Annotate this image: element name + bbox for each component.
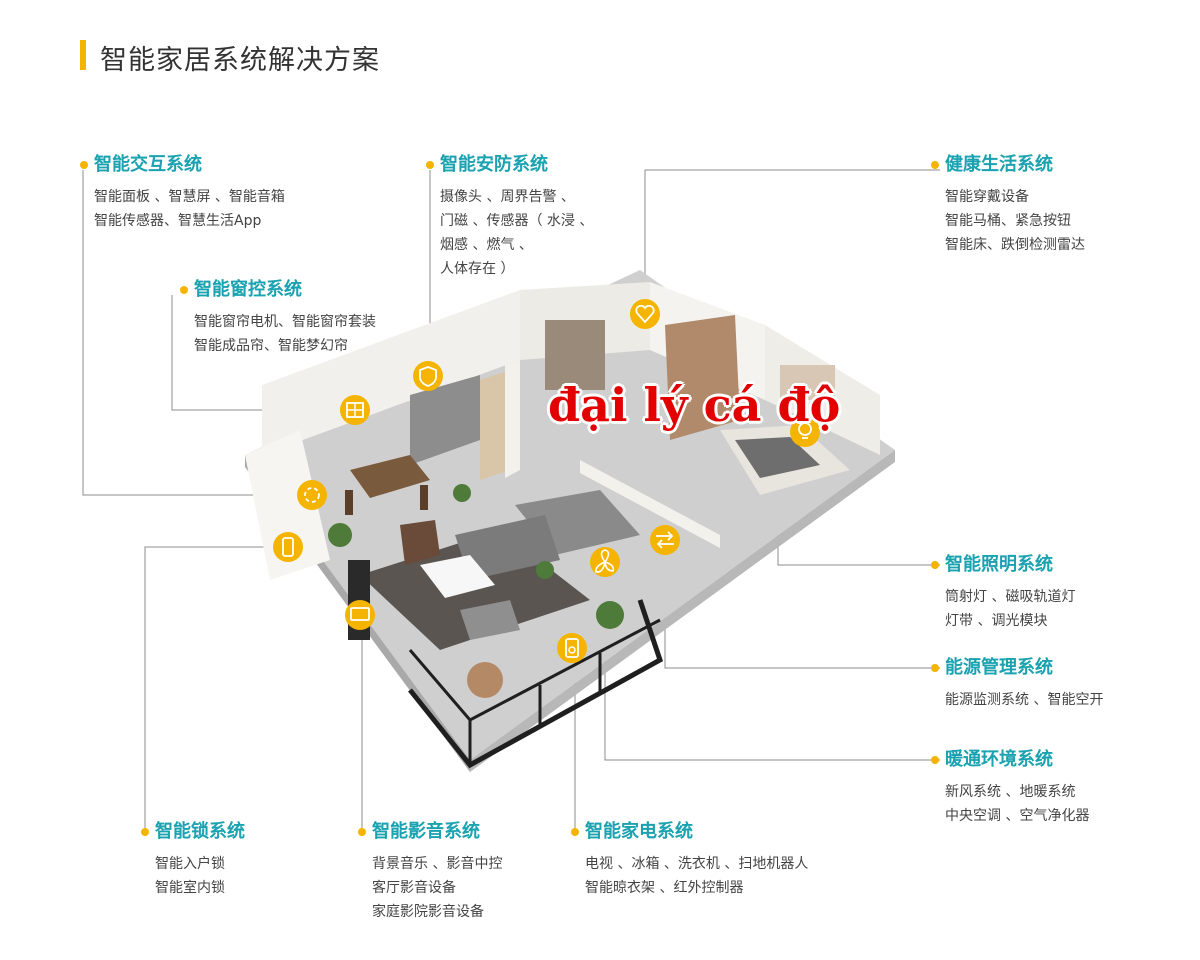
armchair xyxy=(400,520,440,565)
callout-line: 智能床、跌倒检测雷达 xyxy=(945,237,1085,253)
connector-health xyxy=(644,169,940,300)
shield-icon xyxy=(413,361,443,391)
callout-line: 智能传感器、智慧生活App xyxy=(94,213,262,229)
plant xyxy=(536,561,554,579)
bullet-dot xyxy=(571,828,579,836)
page-title: 智能家居系统解决方案 xyxy=(100,45,380,76)
callout-line: 智能室内锁 xyxy=(155,880,225,896)
balcony-rail xyxy=(408,599,664,769)
callout-security: 智能安防系统 摄像头 、周界告警 、 门磁 、传感器（ 水浸 、 烟感 、燃气 … xyxy=(426,153,593,281)
callout-line: 能源监测系统 、智能空开 xyxy=(945,692,1104,708)
sofa xyxy=(455,515,560,580)
callout-interaction: 智能交互系统 智能面板 、智慧屏 、智能音箱 智能传感器、智慧生活App xyxy=(80,153,285,233)
callout-line: 门磁 、传感器（ 水浸 、 xyxy=(440,213,594,229)
callout-appliance: 智能家电系统 电视 、冰箱 、洗衣机 、扫地机器人 智能晾衣架 、红外控制器 xyxy=(571,820,808,900)
floor-edge-right xyxy=(470,450,895,772)
callout-lighting: 智能照明系统 筒射灯 、磁吸轨道灯 灯带 、调光模块 xyxy=(931,553,1075,633)
callout-title: 智能影音系统 xyxy=(372,821,480,842)
system-icon-badges xyxy=(273,299,820,663)
balcony-chair xyxy=(467,662,503,698)
callout-line: 家庭影院影音设备 xyxy=(372,904,484,920)
dining-table xyxy=(350,455,430,498)
connector-lock xyxy=(144,546,282,835)
fridge xyxy=(480,370,510,480)
window-icon xyxy=(340,395,370,425)
speaker-icon xyxy=(557,633,587,663)
ottoman xyxy=(460,600,520,640)
callout-line: 智能面板 、智慧屏 、智能音箱 xyxy=(94,189,285,205)
bullet-dot xyxy=(931,161,939,169)
callout-lock: 智能锁系统 智能入户锁 智能室内锁 xyxy=(141,820,245,900)
callout-line: 背景音乐 、影音中控 xyxy=(372,856,503,872)
callout-line: 智能窗帘电机、智能窗帘套装 xyxy=(194,314,376,330)
wall-entry xyxy=(245,430,330,580)
title-accent-bar xyxy=(80,40,86,70)
bookshelf xyxy=(545,320,605,390)
callout-av: 智能影音系统 背景音乐 、影音中控 客厅影音设备 家庭影院影音设备 xyxy=(358,820,502,924)
energy-icon xyxy=(650,525,680,555)
callout-line: 智能入户锁 xyxy=(155,856,225,872)
callout-line: 人体存在 ） xyxy=(440,261,515,277)
lock-icon xyxy=(273,532,303,562)
heart-icon xyxy=(630,299,660,329)
callout-line: 摄像头 、周界告警 、 xyxy=(440,189,575,205)
callout-line: 筒射灯 、磁吸轨道灯 xyxy=(945,589,1076,605)
callout-window: 智能窗控系统 智能窗帘电机、智能窗帘套装 智能成品帘、智能梦幻帘 xyxy=(180,278,376,358)
watermark-text: đại lý cá độ xyxy=(548,378,841,432)
bullet-dot xyxy=(80,161,88,169)
lightbulb-icon xyxy=(790,417,820,447)
kitchen-counter xyxy=(410,375,480,465)
callout-title: 智能家电系统 xyxy=(585,821,693,842)
callout-title: 智能照明系统 xyxy=(945,554,1053,575)
wall-art xyxy=(780,365,835,400)
callout-line: 电视 、冰箱 、洗衣机 、扫地机器人 xyxy=(585,856,809,872)
callout-line: 智能马桶、紧急按钮 xyxy=(945,213,1071,229)
callout-title: 暖通环境系统 xyxy=(945,749,1053,770)
bullet-dot xyxy=(141,828,149,836)
coffee-table xyxy=(420,555,495,598)
callout-line: 智能晾衣架 、红外控制器 xyxy=(585,880,744,896)
callout-energy: 能源管理系统 能源监测系统 、智能空开 xyxy=(931,656,1103,712)
wardrobe xyxy=(665,315,740,440)
fan-icon xyxy=(590,547,620,577)
plant xyxy=(328,523,352,547)
callout-title: 健康生活系统 xyxy=(945,154,1053,175)
plant xyxy=(453,484,471,502)
callout-line: 客厅影音设备 xyxy=(372,880,456,896)
callout-line: 新风系统 、地暖系统 xyxy=(945,784,1076,800)
callout-line: 灯带 、调光模块 xyxy=(945,613,1048,629)
bullet-dot xyxy=(931,561,939,569)
callout-title: 智能锁系统 xyxy=(155,821,245,842)
callout-hvac: 暖通环境系统 新风系统 、地暖系统 中央空调 、空气净化器 xyxy=(931,748,1089,828)
bullet-dot xyxy=(931,756,939,764)
connector-interaction xyxy=(82,170,300,496)
wall-back-left xyxy=(262,290,520,455)
callout-title: 能源管理系统 xyxy=(945,657,1053,678)
callout-line: 中央空调 、空气净化器 xyxy=(945,808,1090,824)
interaction-icon xyxy=(297,480,327,510)
callout-line: 智能成品帘、智能梦幻帘 xyxy=(194,338,348,354)
bullet-dot xyxy=(426,161,434,169)
callout-health: 健康生活系统 智能穿戴设备 智能马桶、紧急按钮 智能床、跌倒检测雷达 xyxy=(931,153,1085,257)
callout-title: 智能窗控系统 xyxy=(194,279,302,300)
callout-line: 烟感 、燃气 、 xyxy=(440,237,533,253)
bullet-dot xyxy=(358,828,366,836)
bullet-dot xyxy=(931,664,939,672)
callout-line: 智能穿戴设备 xyxy=(945,189,1029,205)
tv-icon xyxy=(345,600,375,630)
callout-title: 智能交互系统 xyxy=(94,154,202,175)
bullet-dot xyxy=(180,286,188,294)
callout-title: 智能安防系统 xyxy=(440,154,548,175)
plant xyxy=(596,601,624,629)
